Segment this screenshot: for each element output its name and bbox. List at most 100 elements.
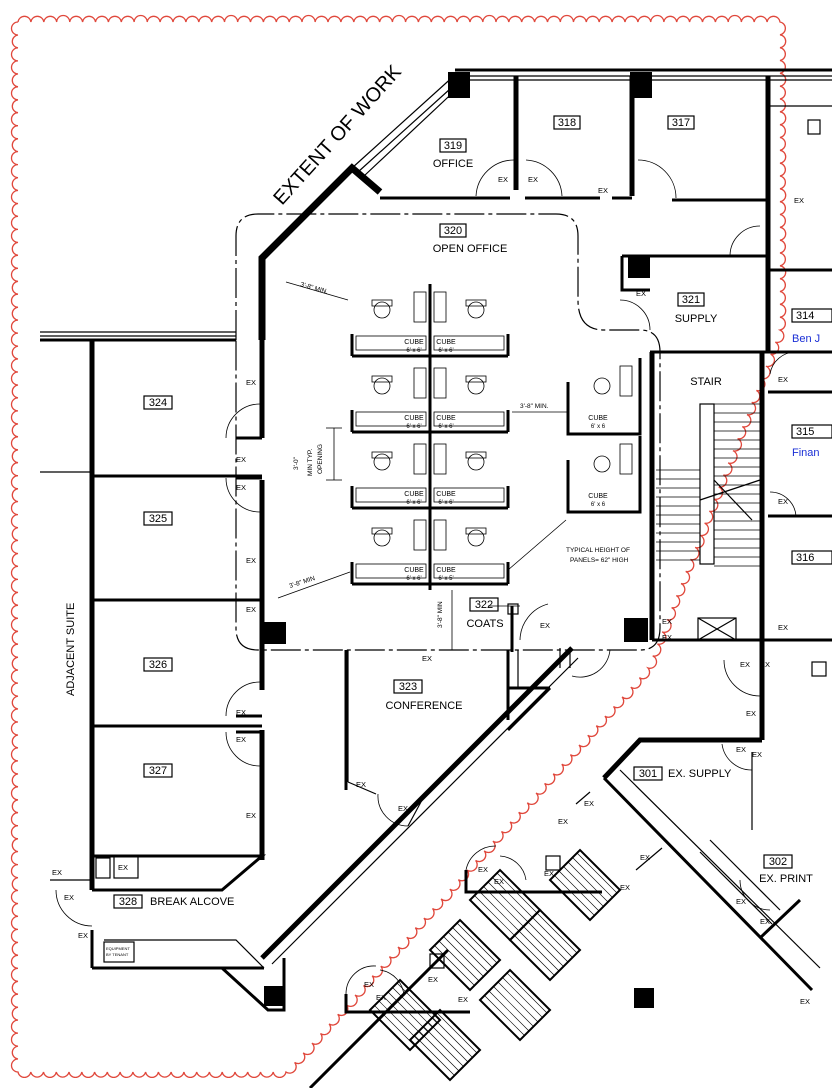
- cube-label: CUBE: [404, 491, 424, 498]
- ex-tag: EX: [528, 175, 538, 184]
- existing-tags: EX EX EX EX EX EX EX EX EX EX EX EX EX EX EX EX EX EX EX EX…: [52, 175, 810, 1006]
- ex-tag: EX: [736, 745, 746, 754]
- equipment-note-2: BY TENANT: [106, 952, 129, 957]
- right-rooms: [729, 105, 832, 677]
- desk-surface: [433, 487, 505, 503]
- cube-size: 6' x 6': [438, 424, 453, 430]
- ex-tag: EX: [428, 975, 438, 984]
- diagonal-exterior: [258, 73, 463, 340]
- cube-panel: [566, 358, 642, 436]
- chair-back: [371, 451, 393, 459]
- cube-size: 6' x 5': [438, 576, 453, 582]
- ex-tag: EX: [760, 660, 770, 669]
- ex-tag: EX: [356, 780, 366, 789]
- ex-tag: EX: [540, 621, 550, 630]
- ex-tag: EX: [636, 289, 646, 298]
- room-name-328: BREAK ALCOVE: [150, 896, 234, 908]
- chair: [373, 301, 391, 319]
- ex-tag: EX: [498, 175, 508, 184]
- opening-note-3: OPENING: [317, 444, 324, 474]
- desk-return: [619, 365, 633, 397]
- ex-tag: EX: [746, 709, 756, 718]
- ex-tag: EX: [640, 853, 650, 862]
- opening-note-1: 3'-0": [293, 456, 300, 470]
- room-name-320: OPEN OFFICE: [433, 243, 508, 255]
- clearance-note-d: 3'-8" MIN: [437, 601, 444, 628]
- room-number-328: 328: [119, 896, 137, 908]
- ex-tag: EX: [236, 483, 246, 492]
- dimension-lines: [277, 281, 568, 650]
- clearance-note-a: 3'-8" MIN.: [299, 281, 328, 296]
- chair: [593, 455, 611, 473]
- ex-tag: EX: [544, 869, 554, 878]
- cube-size: 6' x 6: [591, 424, 606, 430]
- cube-size: 6' x 6': [406, 424, 421, 430]
- cube-size: 6' x 6': [438, 500, 453, 506]
- room-number-302: 302: [769, 856, 787, 868]
- chair-back: [465, 527, 487, 535]
- ex-tag: EX: [778, 497, 788, 506]
- chair-back: [465, 451, 487, 459]
- opening-note-2: MIN TYP.: [307, 449, 314, 476]
- diagonal-corridor: [260, 646, 579, 965]
- cube-size: 6' x 6': [406, 576, 421, 582]
- room-name-321: SUPPLY: [675, 313, 718, 325]
- chair: [373, 377, 391, 395]
- ex-tag: EX: [778, 623, 788, 632]
- chair: [373, 453, 391, 471]
- room-number-316: 316: [796, 552, 814, 564]
- ex-tag: EX: [52, 868, 62, 877]
- top-offices: [380, 72, 771, 220]
- desk-surface: [433, 411, 505, 427]
- desk-surface: [355, 411, 427, 427]
- room-name-301: EX. SUPPLY: [668, 768, 732, 780]
- room-number-315: 315: [796, 426, 814, 438]
- cube-size: 6' x 6': [406, 500, 421, 506]
- panel-height-note-2: PANELS= 62" HIGH: [570, 557, 629, 564]
- ex-tag: EX: [236, 708, 246, 717]
- ex-tag: EX: [246, 811, 256, 820]
- cube-size: 6' x 6': [406, 348, 421, 354]
- room-number-317: 317: [672, 117, 690, 129]
- desk-return: [619, 443, 633, 475]
- ex-tag: EX: [662, 617, 672, 626]
- ex-tag: EX: [118, 863, 128, 872]
- ex-tag: EX: [558, 817, 568, 826]
- chair: [467, 377, 485, 395]
- open-office-boundary: [235, 213, 661, 651]
- conference-coats: [344, 603, 611, 827]
- cube-label: CUBE: [404, 339, 424, 346]
- chair: [467, 529, 485, 547]
- lower-room-stacks: [308, 845, 654, 1088]
- ex-tag: EX: [236, 455, 246, 464]
- room-name-319: OFFICE: [433, 158, 473, 170]
- ex-tag: EX: [246, 605, 256, 614]
- ex-tag: EX: [584, 799, 594, 808]
- cube-label: CUBE: [404, 567, 424, 574]
- room-number-318: 318: [558, 117, 576, 129]
- clearance-note-b: 3'-8" MIN.: [520, 403, 549, 410]
- cube-size: 6' x 6: [591, 502, 606, 508]
- equipment-note-1: EQUIPMENT: [106, 946, 130, 951]
- desk-return: [433, 519, 447, 551]
- ex-tag: EX: [64, 893, 74, 902]
- ex-tag: EX: [364, 980, 374, 989]
- room-number-325: 325: [149, 513, 167, 525]
- desk-surface: [433, 335, 505, 351]
- room-occupant-315: Finan: [792, 447, 820, 459]
- room-number-320: 320: [444, 225, 462, 237]
- clearance-note-c: 3'-8" MIN: [288, 575, 316, 590]
- ex-tag: EX: [246, 378, 256, 387]
- ex-tag: EX: [794, 196, 804, 205]
- room-name-302: EX. PRINT: [759, 873, 813, 885]
- desk-return: [433, 291, 447, 323]
- ex-tag: EX: [740, 660, 750, 669]
- cube-label: CUBE: [588, 493, 608, 500]
- ex-tag: EX: [760, 917, 770, 926]
- adjacent-suite-label: ADJACENT SUITE: [65, 603, 77, 696]
- ex-tag: EX: [246, 556, 256, 565]
- ex-tag: EX: [662, 633, 672, 642]
- desk-return: [433, 443, 447, 475]
- cube-panel: [566, 436, 642, 514]
